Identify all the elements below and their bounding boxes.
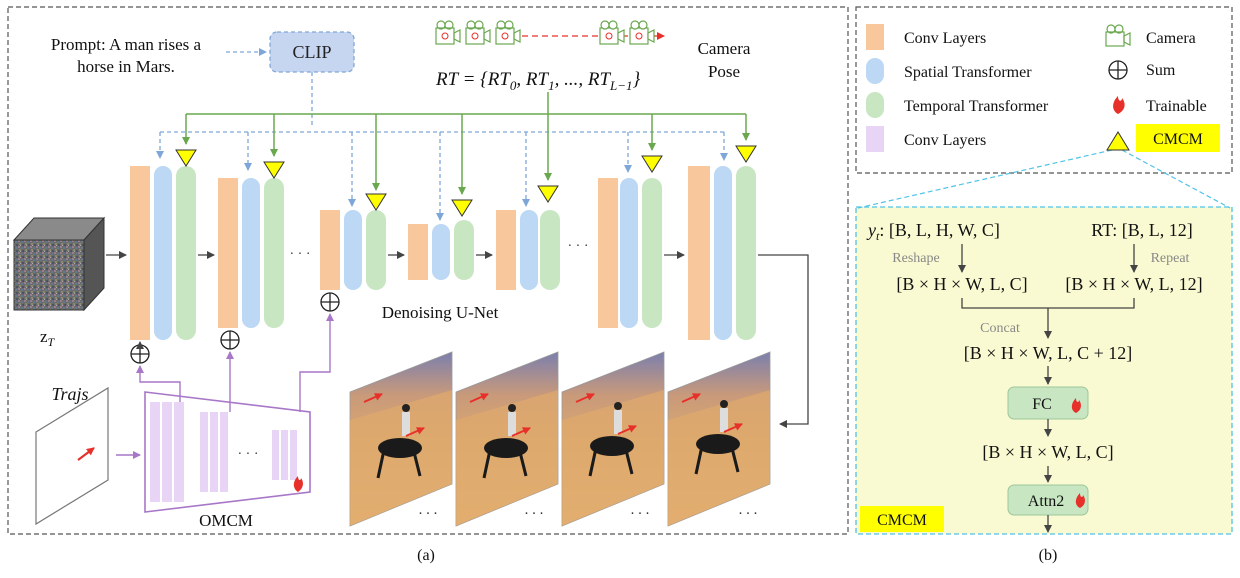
sum-icon: [220, 330, 240, 350]
zoom-line-right: [1121, 149, 1231, 209]
camera-pose-label-line2: Pose: [708, 62, 740, 81]
panel-b-caption: (b): [1039, 547, 1058, 564]
camera-icon: [629, 20, 655, 45]
trajs-label: Trajs: [51, 384, 88, 404]
camera-pose-sequence: [435, 20, 665, 45]
zoom-line-left: [857, 149, 1113, 209]
reshape-label: Reshape: [892, 251, 939, 266]
unet-block-2: [218, 161, 285, 328]
camera-icon: [495, 20, 521, 45]
video-frame: [455, 351, 559, 527]
video-frame: [667, 351, 771, 527]
cmcm-triangle: [735, 145, 757, 163]
legend-label-camera: Camera: [1146, 30, 1196, 47]
sum-icon: [130, 344, 150, 364]
flame-icon: [293, 476, 303, 492]
rt-equation: RT = {RT0, RT1, ..., RTL−1}: [435, 69, 641, 93]
omcm-feature-arrows: [136, 313, 334, 412]
unet-ellipsis: · · ·: [568, 239, 589, 254]
unet-block-7: [688, 145, 757, 340]
flame-icon: [1075, 493, 1085, 508]
noise-latent-cube: [12, 216, 106, 312]
omcm-label: OMCM: [199, 511, 253, 530]
cmcm-detail: yt: [B, L, H, W, C] RT: [B, L, 12] Resha…: [860, 220, 1203, 533]
cmcm-triangle: [537, 185, 559, 203]
panel-a-frame: [7, 6, 849, 535]
flame-icon: [1113, 96, 1125, 114]
camera-icon: [465, 20, 491, 45]
legend-label-spatial: Spatial Transformer: [904, 64, 1032, 81]
omcm-module: [144, 391, 311, 513]
cmcm-tag: [860, 506, 944, 532]
legend-swatch-spatial: [866, 58, 884, 84]
camera-icon: [435, 20, 461, 45]
prompt-text-line2: horse in Mars.: [77, 57, 175, 76]
unet-block-1: [130, 149, 197, 340]
camera-icon: [1105, 24, 1131, 47]
cmcm-tag-label: CMCM: [877, 512, 927, 529]
legend-label-omcm-conv: Conv Layers: [904, 132, 986, 149]
unet-block-5: [496, 185, 560, 290]
cmcm-triangle: [451, 199, 473, 217]
legend-swatch-omcm-conv: [866, 126, 884, 152]
legend-label-trainable: Trainable: [1146, 98, 1207, 115]
frame-ellipsis: . . .: [631, 502, 650, 518]
prompt-text-line1: Prompt: A man rises a: [51, 35, 202, 54]
cmcm-triangle: [263, 161, 285, 179]
unet-block-6: [598, 155, 663, 328]
camera-pose-label-line1: Camera: [698, 39, 751, 58]
cmcm-triangle: [365, 193, 387, 211]
legend-swatch-temporal: [866, 92, 884, 118]
attn2-label: Attn2: [1028, 493, 1064, 510]
camera-condition-lines: [182, 92, 750, 195]
flame-icon: [1071, 398, 1081, 413]
zt-label: zT: [40, 327, 56, 349]
repeat-label: Repeat: [1151, 251, 1190, 266]
yt-input-label: yt: [B, L, H, W, C]: [866, 220, 1000, 243]
frame-ellipsis: . . .: [739, 502, 758, 518]
omcm-ellipsis: · · ·: [238, 447, 259, 462]
fc-result: [B × H × W, L, C]: [982, 442, 1113, 462]
frame-ellipsis: . . .: [525, 502, 544, 518]
unet-block-3: [320, 193, 387, 290]
trajectory-frame: [35, 386, 109, 526]
legend-label-conv: Conv Layers: [904, 30, 986, 47]
text-condition-lines: [156, 72, 728, 221]
panel-a-caption: (a): [417, 547, 435, 564]
cmcm-legend-tag: [1136, 124, 1220, 152]
reshaped-yt: [B × H × W, L, C]: [896, 274, 1027, 294]
clip-label: CLIP: [292, 42, 331, 62]
sum-icon: [320, 292, 340, 312]
legend-label-cmcm: CMCM: [1153, 131, 1203, 148]
legend-frame: [855, 6, 1233, 174]
repeated-rt: [B × H × W, L, 12]: [1065, 274, 1202, 294]
sum-icon: [1108, 60, 1128, 80]
legend-label-sum: Sum: [1146, 62, 1176, 79]
camera-icon: [599, 20, 625, 45]
triangle-icon: [1106, 131, 1130, 151]
legend-swatch-conv: [866, 24, 884, 50]
clip-box: [269, 31, 355, 73]
cmcm-triangle: [175, 149, 197, 167]
cmcm-triangle: [641, 155, 663, 173]
video-frame: [561, 351, 665, 527]
legend: Conv Layers Spatial Transformer Temporal…: [866, 24, 1220, 152]
unet-ellipsis: · · ·: [290, 247, 311, 262]
unet-block-4: [408, 199, 474, 280]
rt-input-label: RT: [B, L, 12]: [1091, 220, 1193, 240]
concat-label: Concat: [980, 321, 1020, 336]
legend-label-temporal: Temporal Transformer: [904, 98, 1049, 115]
fc-label: FC: [1032, 396, 1052, 413]
unet-label: Denoising U-Net: [382, 303, 499, 322]
concat-result: [B × H × W, L, C + 12]: [964, 343, 1132, 363]
frame-ellipsis: . . .: [419, 502, 438, 518]
unet-output-arrow: [758, 254, 809, 428]
video-frame: [349, 351, 453, 527]
